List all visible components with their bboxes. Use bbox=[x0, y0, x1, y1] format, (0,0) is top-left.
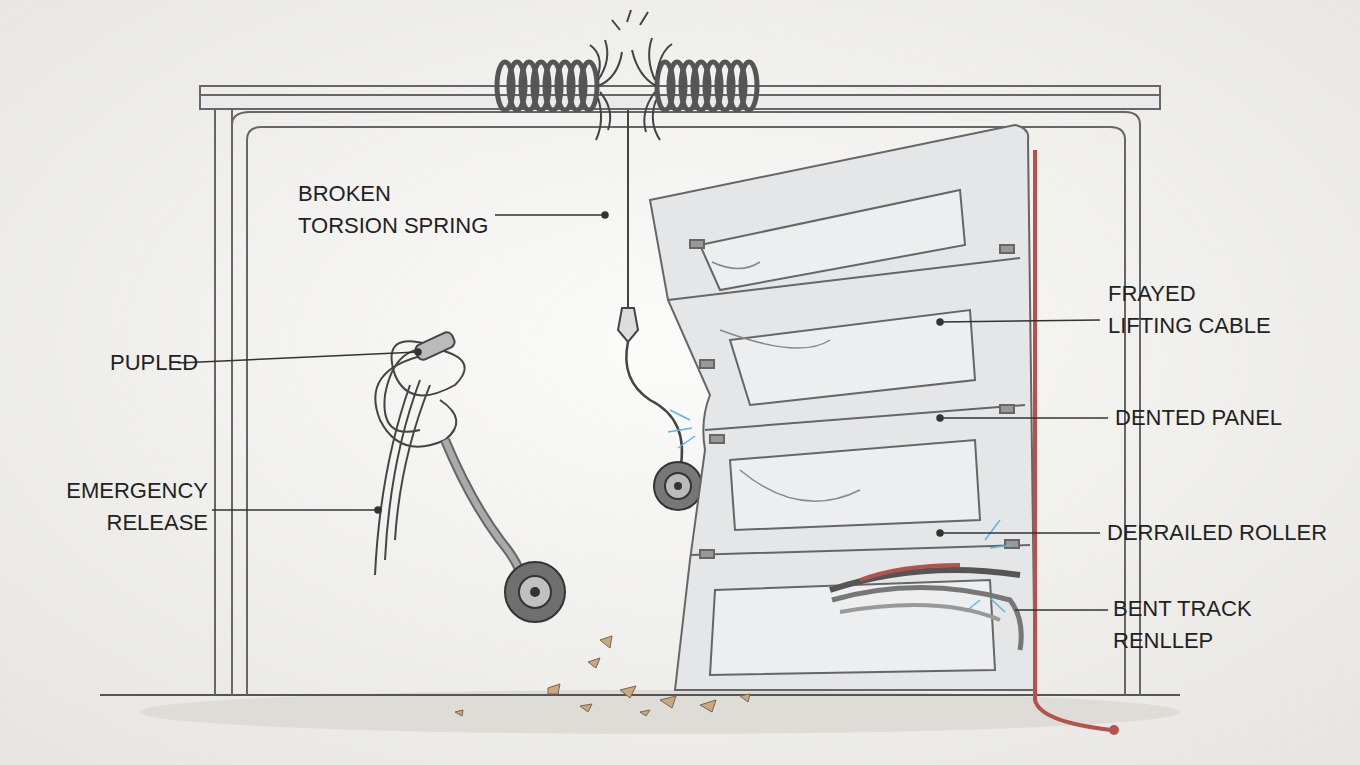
floor-shadow bbox=[140, 690, 1180, 734]
impact-marks bbox=[668, 410, 1012, 612]
floor-line bbox=[100, 694, 1180, 696]
torsion-spring bbox=[657, 62, 757, 110]
door-frame bbox=[200, 86, 1160, 695]
part-label: PUPLED bbox=[110, 347, 230, 379]
torsion-spring bbox=[497, 62, 597, 110]
lifting-cable bbox=[1035, 150, 1112, 730]
part-label: DENTED PANEL bbox=[1115, 402, 1315, 434]
part-label: EMERGENCY RELEASE bbox=[58, 475, 208, 539]
part-label: BROKEN TORSION SPRING bbox=[298, 178, 493, 242]
part-label: BENT TRACK RENLLEP bbox=[1113, 593, 1263, 657]
cable-end bbox=[1109, 725, 1119, 735]
part-label: DERRAILED ROLLER bbox=[1107, 517, 1347, 549]
emergency-release-cord bbox=[375, 330, 520, 575]
detached-roller bbox=[505, 562, 565, 622]
part-label: FRAYED LIFTING CABLE bbox=[1108, 278, 1278, 342]
garage-door bbox=[650, 125, 1035, 690]
frayed-spring-ends bbox=[590, 10, 672, 140]
bent-track bbox=[830, 565, 1021, 650]
debris bbox=[455, 636, 750, 716]
leader-lines bbox=[178, 212, 1108, 610]
